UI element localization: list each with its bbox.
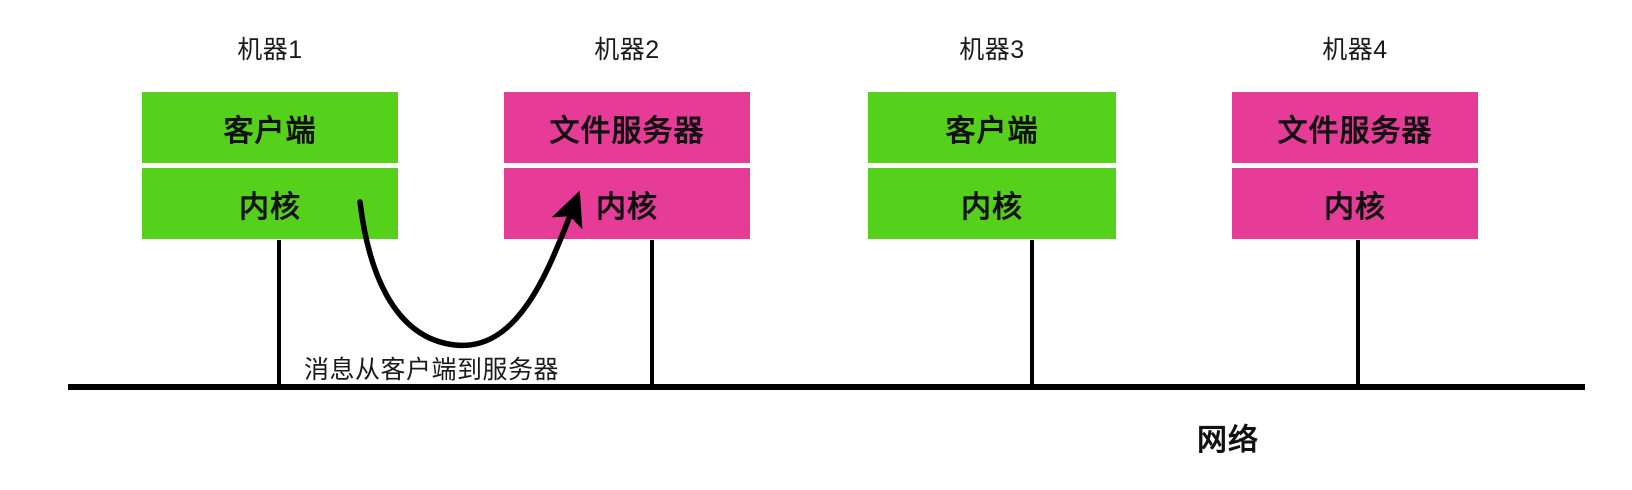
machine-label-4: 机器4 <box>1322 36 1388 64</box>
machine-1-kernel-layer: 内核 <box>142 168 398 239</box>
machine-1-network-connector <box>277 240 281 388</box>
machine-1-app-layer: 客户端 <box>142 92 398 163</box>
machine-3-kernel-layer: 内核 <box>868 168 1116 239</box>
machine-stack-1: 客户端 内核 <box>142 92 398 239</box>
network-bus-line <box>68 384 1585 390</box>
machine-4-kernel-layer: 内核 <box>1232 168 1478 239</box>
machine-3-app-layer: 客户端 <box>868 92 1116 163</box>
network-label: 网络 <box>1197 424 1259 457</box>
machine-2-app-layer: 文件服务器 <box>504 92 750 163</box>
machine-stack-2: 文件服务器 内核 <box>504 92 750 239</box>
machine-4-app-layer: 文件服务器 <box>1232 92 1478 163</box>
message-arrow-caption: 消息从客户端到服务器 <box>304 356 560 384</box>
machine-stack-4: 文件服务器 内核 <box>1232 92 1478 239</box>
machine-label-3: 机器3 <box>959 36 1025 64</box>
machine-label-1: 机器1 <box>237 36 303 64</box>
machine-stack-3: 客户端 内核 <box>868 92 1116 239</box>
machine-2-kernel-layer: 内核 <box>504 168 750 239</box>
machine-2-network-connector <box>650 240 654 388</box>
machine-4-network-connector <box>1356 240 1360 388</box>
machine-label-2: 机器2 <box>594 36 660 64</box>
machine-3-network-connector <box>1030 240 1034 388</box>
